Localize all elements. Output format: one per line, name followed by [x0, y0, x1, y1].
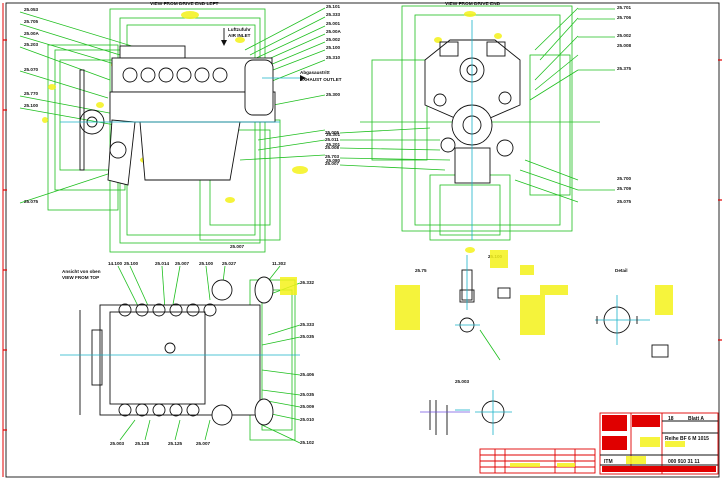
top-callouts-right: 26.332 25.333 25.035 25.406 25.035 25.00… — [300, 280, 314, 445]
callout: 25.001 — [326, 21, 340, 26]
parts-list-table — [479, 448, 596, 474]
callout: 25.310 — [326, 55, 340, 60]
engine-side-outline — [60, 28, 306, 186]
callout: 25.701 — [617, 5, 631, 10]
top-view: Ansicht von oben VIEW FROM TOP — [60, 261, 314, 446]
callout: 25.080 — [326, 158, 340, 163]
callout: 25.703 — [325, 154, 339, 159]
title-block: 18 Blatt A Reihe BF 6 M 1015 ITM 000 910… — [599, 412, 719, 475]
callout: 25.709 — [617, 186, 631, 191]
exhaust-en: EXHAUST OUTLET — [300, 77, 342, 82]
callout: 25.100 — [24, 103, 38, 108]
side-view-title: VIEW FROM DRIVE END LEFT — [150, 1, 219, 7]
front-right-callouts: 25.701 25.706 25.002 25.008 25.375 25.70… — [617, 5, 631, 204]
callout: 25.333 — [326, 12, 340, 17]
callout: 25.00A — [24, 31, 39, 36]
detail-views: 25.75 25.003 Detail 25.100 — [395, 250, 673, 435]
callout: 25.008 — [325, 145, 339, 150]
callout: 25.075 — [617, 199, 631, 204]
front-view-title: VIEW FROM DRIVE END — [445, 1, 501, 7]
callout: 25.070 — [24, 67, 38, 72]
callout: 25.00A — [326, 29, 341, 34]
engine-top-outline — [60, 276, 300, 426]
callout: 25.010 — [300, 417, 314, 422]
callout: 25.128 — [135, 441, 149, 446]
air-inlet-en: AIR INLET — [228, 33, 251, 38]
front-left-callouts: 25.005 25.011 25.008 25.703 25.007 — [325, 130, 339, 166]
callout: 25.300 — [326, 92, 340, 97]
detail-label: Detail — [615, 268, 628, 273]
callout: 25.102 — [300, 440, 314, 445]
callout: 25.027 — [222, 261, 236, 266]
top-view-title-de: Ansicht von oben — [62, 269, 101, 274]
callout: 25.007 — [196, 441, 210, 446]
callout: 14.100 — [108, 261, 122, 266]
callout: 25.007 — [230, 244, 244, 249]
callout: 25.100 — [199, 261, 213, 266]
callout: 25.770 — [24, 91, 38, 96]
engine-front-outline — [424, 20, 521, 240]
callout: 25.035 — [300, 392, 314, 397]
callout: 25.125 — [168, 441, 182, 446]
top-callouts-bottom: 25.003 25.128 25.125 25.007 — [110, 441, 210, 446]
side-view: VIEW FROM DRIVE END LEFT — [19, 1, 342, 253]
callout: 25.053 — [24, 7, 38, 12]
callout: 25.002 — [326, 37, 340, 42]
sheet-format: Blatt A — [688, 416, 704, 422]
air-inlet-de: Luftzufuhr — [228, 27, 251, 32]
callout: 25.301 — [326, 132, 340, 137]
callout: 25.075 — [24, 199, 38, 204]
callout: 25.007 — [325, 161, 339, 166]
callout: 11.302 — [272, 261, 286, 266]
callout: 25.011 — [325, 137, 339, 142]
callout: 25.005 — [325, 130, 339, 135]
callout: 25.008 — [617, 43, 631, 48]
side-bottom-callouts: 25.007 — [230, 244, 244, 249]
drawing-number: 000 910 31 11 — [668, 459, 700, 465]
callout: 25.009 — [300, 404, 314, 409]
callout: 25.035 — [300, 334, 314, 339]
sheet-number: 18 — [668, 416, 674, 422]
callout: 25.100 — [326, 45, 340, 50]
detail-label: 25.75 — [415, 268, 427, 273]
callout: 25.003 — [110, 441, 124, 446]
top-view-title-en: VIEW FROM TOP — [62, 275, 99, 280]
side-right-callouts: 25.101 25.333 25.001 25.00A 25.002 25.10… — [326, 4, 341, 163]
callout: 25.706 — [617, 15, 631, 20]
detail-label: 25.003 — [455, 379, 469, 384]
front-view: VIEW FROM DRIVE END — [325, 1, 631, 253]
callout: 25.100 — [124, 261, 138, 266]
callout: 25.002 — [617, 33, 631, 38]
drawing-number-prefix: ITM — [604, 459, 613, 465]
callout: 25.406 — [300, 372, 314, 377]
callout: 25.201 — [326, 142, 340, 147]
callout: 26.332 — [300, 280, 314, 285]
top-callouts-top: 14.100 25.100 25.014 25.007 25.100 25.02… — [108, 261, 286, 266]
callout: 25.705 — [24, 19, 38, 24]
exhaust-de: Abgasaustritt — [300, 70, 330, 75]
callout: 25.007 — [175, 261, 189, 266]
engine-designation: Reihe BF 6 M 1015 — [665, 436, 709, 442]
callout: 25.101 — [326, 4, 340, 9]
callout: 25.375 — [617, 66, 631, 71]
callout: 25.014 — [155, 261, 169, 266]
side-left-callouts: 25.053 25.705 25.00A 25.203 25.070 25.77… — [24, 7, 39, 204]
callout: 25.700 — [617, 176, 631, 181]
callout: 25.333 — [300, 322, 314, 327]
callout: 25.203 — [24, 42, 38, 47]
